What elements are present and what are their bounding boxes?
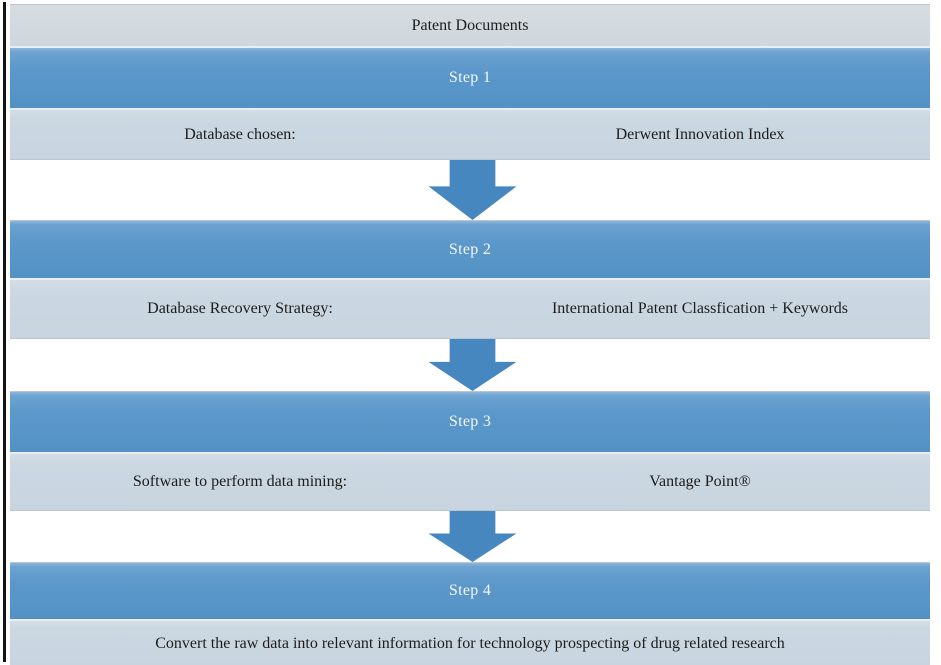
step-4-result-text: Convert the raw data into relevant infor… [155,635,785,652]
header-title: Patent Documents [411,16,529,34]
down-arrow-icon [428,160,517,220]
step-1-field-value: Derwent Innovation Index [615,125,785,143]
stage-4-block: Step 4 Convert the raw data into relevan… [10,562,930,665]
header-bar: Patent Documents [10,5,930,46]
step-2-label: Step 2 [448,240,492,258]
stage-3-block: Step 3 Software to perform data mining: … [10,391,930,511]
connector-gap-1 [10,160,930,220]
down-arrow-icon [428,339,517,391]
connector-gap-3 [10,511,930,562]
step-1-detail-row: Database chosen: Derwent Innovation Inde… [10,108,930,159]
step-4-result-row: Convert the raw data into relevant infor… [10,619,930,665]
stage-1-block: Patent Documents Step 1 Database chosen:… [10,4,930,160]
down-arrow-icon [428,511,517,562]
flowchart-content: Patent Documents Step 1 Database chosen:… [10,4,930,665]
left-border-rule [3,2,6,662]
step-1-label: Step 1 [448,69,492,86]
step-1-field-label: Database chosen: [184,125,296,143]
stage-2-block: Step 2 Database Recovery Strategy: Inter… [10,220,930,339]
step-1-bar: Step 1 [10,46,930,108]
step-3-label: Step 3 [448,413,492,430]
step-3-detail-row: Software to perform data mining: Vantage… [10,452,930,510]
step-3-field-value: Vantage Point® [649,473,751,490]
step-2-detail-row: Database Recovery Strategy: Internationa… [10,278,930,338]
step-4-label: Step 4 [448,582,492,599]
step-4-bar: Step 4 [10,563,930,619]
step-3-field-label: Software to perform data mining: [132,473,348,490]
step-2-bar: Step 2 [10,221,930,278]
step-2-field-label: Database Recovery Strategy: [147,300,333,317]
connector-gap-2 [10,339,930,391]
step-3-bar: Step 3 [10,392,930,452]
step-2-field-value: International Patent Classfication + Key… [551,300,849,317]
